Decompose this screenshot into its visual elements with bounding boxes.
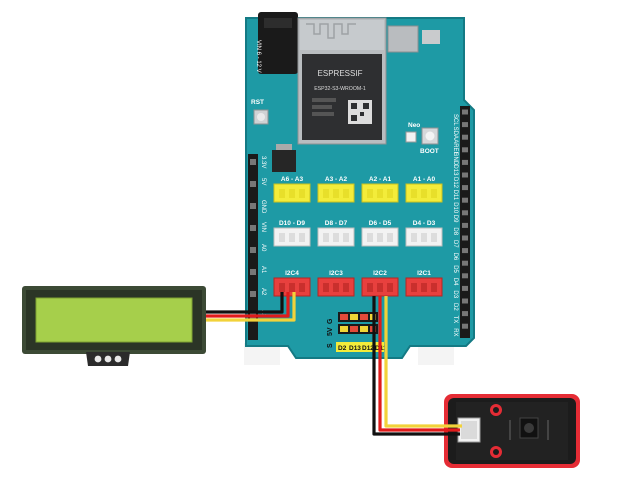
board-mount-tab-left [244,343,280,365]
analog-port-1[interactable]: A6 - A3 [273,176,311,203]
wire-black-lcd [206,292,284,314]
gpio-label-5v: 5V [327,327,334,336]
analog-port-3[interactable]: A2 - A1 [361,176,399,203]
analog-port-label: A2 - A1 [369,176,392,183]
gpio-label-g: G [327,318,334,324]
analog-port-label: A6 - A3 [281,176,304,183]
wire-red-sensor [378,296,460,432]
right-pin-label: D12 [452,177,458,189]
left-pin-label: A0 [260,244,266,252]
right-pin-label: D13 [452,164,458,176]
controller-board: VIN 6 - 12 V ESPRESSIF ESP32-S3-WROOM-1 … [244,12,475,365]
analog-port-2[interactable]: A3 - A2 [317,176,355,203]
left-pin-label: A3 [260,310,266,318]
digital-port-2[interactable]: D8 - D7 [317,220,355,247]
right-pin-label: D9 [452,215,458,223]
i2c-port-label: I2C1 [417,270,431,277]
digital-port-3[interactable]: D6 - D5 [361,220,399,247]
module-model: ESP32-S3-WROOM-1 [314,86,366,92]
digital-port-label: D10 - D9 [279,220,305,227]
i2c-port-3[interactable]: I2C2 [361,270,399,297]
i2c-port-label: I2C2 [373,270,387,277]
right-pin-label: D8 [452,227,458,235]
gpio-label-d12: D12 [362,345,374,352]
right-pin-label: D11 [452,190,458,201]
right-pin-label: D5 [452,265,458,273]
left-pin-label: 3.3V [260,156,266,168]
left-pin-label: VIN [260,222,266,232]
digital-port-label: D8 - D7 [325,220,348,227]
left-pin-label: 5V [260,178,266,185]
i2c-port-label: I2C3 [329,270,343,277]
right-pin-header [460,106,470,338]
module-brand: ESPRESSIF [318,69,363,78]
sensor-module [444,394,580,468]
right-pin-label: D10 [452,202,458,214]
wire-harness-lcd [206,292,296,322]
right-pin-label: D2 [452,303,458,311]
wire-black-sensor [372,296,460,436]
neo-label: Neo [408,122,420,129]
esp32-module: ESPRESSIF ESP32-S3-WROOM-1 [297,17,387,145]
boot-label: BOOT [420,148,439,155]
board-mount-tab-right [418,343,454,365]
power-label: VIN 6 - 12 V [255,40,261,73]
right-pin-label: AREF [452,139,458,155]
left-pin-label: A2 [260,288,266,296]
regulator-chip [272,150,296,172]
i2c-port-2[interactable]: I2C3 [317,270,355,297]
analog-port-label: A3 - A2 [325,176,348,183]
right-pin-label: RX [452,328,458,336]
i2c-port-4[interactable]: I2C1 [405,270,443,297]
right-pin-label: GND [452,152,458,166]
i2c-port-label: I2C4 [285,270,299,277]
digital-port-4[interactable]: D4 - D3 [405,220,443,247]
digital-port-label: D6 - D5 [369,220,392,227]
left-pin-label: A1 [260,266,266,274]
lcd-screen [36,298,192,342]
rst-label: RST [251,99,264,106]
analog-port-4[interactable]: A1 - A0 [405,176,443,203]
right-pin-label: SDA [452,127,458,139]
wire-yellow-sensor [384,296,462,428]
wire-yellow-lcd [206,292,296,322]
right-pin-label: D6 [452,253,458,261]
lcd-display-module [22,286,206,366]
wire-red-lcd [206,292,290,318]
usb-connector [387,25,419,53]
neo-led [405,131,417,143]
wire-harness-sensor [372,296,462,436]
i2c-port-1[interactable]: I2C4 [273,270,311,297]
right-pin-label: TX [452,316,458,324]
right-pin-label: D7 [452,240,458,248]
digital-port-label: D4 - D3 [413,220,436,227]
gpio-label-s: S [327,343,334,348]
gpio-label-d2: D2 [338,345,347,352]
right-pin-label: D3 [452,290,458,298]
analog-port-label: A1 - A0 [413,176,436,183]
left-pin-label: GND [260,200,266,214]
digital-port-1[interactable]: D10 - D9 [273,220,311,247]
gpio-label-d13: D13 [349,345,361,352]
right-pin-label: SCL [452,114,458,126]
right-pin-label: D4 [452,278,458,286]
